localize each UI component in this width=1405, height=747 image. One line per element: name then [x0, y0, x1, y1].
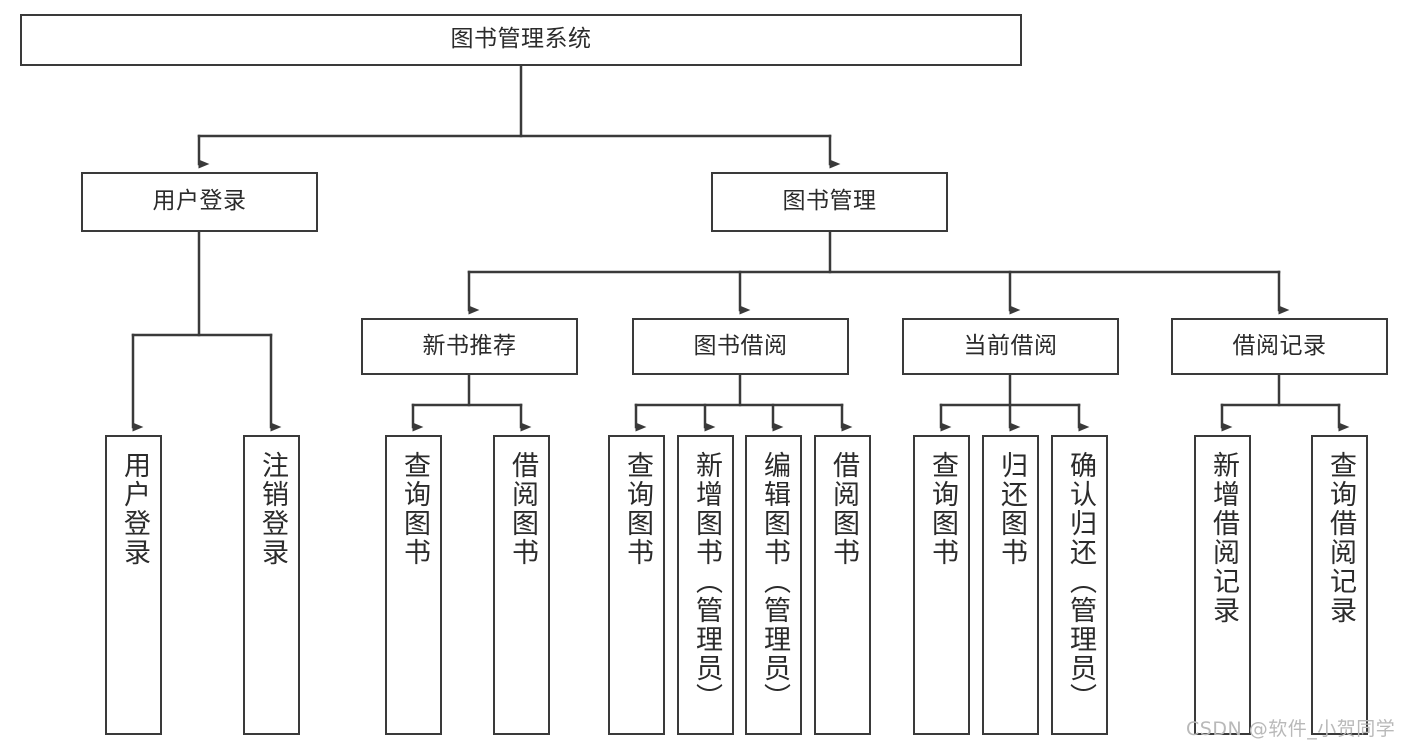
node-label: 编辑图书（管理员） [758, 451, 790, 712]
leaf-node-borrow-books-new[interactable]: 借阅图书 [493, 435, 550, 735]
node-label: 归还图书 [995, 451, 1027, 567]
node-label: 查询图书 [621, 451, 653, 567]
node-label: 用户登录 [152, 188, 247, 215]
node-root-library-management-system[interactable]: 图书管理系统 [20, 14, 1022, 66]
node-book-management[interactable]: 图书管理 [711, 172, 948, 232]
leaf-node-confirm-return-admin[interactable]: 确认归还（管理员） [1051, 435, 1108, 735]
node-user-login[interactable]: 用户登录 [81, 172, 318, 232]
node-book-borrowing[interactable]: 图书借阅 [632, 318, 849, 375]
leaf-node-user-login[interactable]: 用户登录 [105, 435, 162, 735]
leaf-node-add-borrowing-record[interactable]: 新增借阅记录 [1194, 435, 1251, 735]
node-label: 借阅记录 [1232, 332, 1327, 359]
node-label: 确认归还（管理员） [1064, 451, 1096, 712]
node-label: 借阅图书 [506, 451, 538, 567]
leaf-node-add-book-admin[interactable]: 新增图书（管理员） [677, 435, 734, 735]
node-new-book-recommendation[interactable]: 新书推荐 [361, 318, 578, 375]
node-label: 图书借阅 [693, 332, 788, 359]
node-label: 图书管理系统 [450, 26, 592, 53]
node-label: 新书推荐 [422, 332, 517, 359]
node-label: 借阅图书 [827, 451, 859, 567]
node-label: 当前借阅 [963, 332, 1058, 359]
leaf-node-query-books-current[interactable]: 查询图书 [913, 435, 970, 735]
node-current-borrowing[interactable]: 当前借阅 [902, 318, 1119, 375]
leaf-node-return-books[interactable]: 归还图书 [982, 435, 1039, 735]
leaf-node-edit-book-admin[interactable]: 编辑图书（管理员） [745, 435, 802, 735]
node-label: 查询借阅记录 [1324, 451, 1356, 625]
node-label: 用户登录 [118, 451, 150, 567]
node-label: 新增图书（管理员） [690, 451, 722, 712]
node-label: 查询图书 [398, 451, 430, 567]
watermark: CSDN @软件_小贺同学 [1186, 718, 1396, 740]
node-label: 注销登录 [256, 451, 288, 567]
node-label: 新增借阅记录 [1207, 451, 1239, 625]
node-borrowing-records[interactable]: 借阅记录 [1171, 318, 1388, 375]
node-label: 图书管理 [782, 188, 877, 215]
leaf-node-borrow-books[interactable]: 借阅图书 [814, 435, 871, 735]
leaf-node-query-books-new[interactable]: 查询图书 [385, 435, 442, 735]
node-label: 查询图书 [926, 451, 958, 567]
leaf-node-logout[interactable]: 注销登录 [243, 435, 300, 735]
leaf-node-query-books-borrow[interactable]: 查询图书 [608, 435, 665, 735]
leaf-node-query-borrowing-record[interactable]: 查询借阅记录 [1311, 435, 1368, 735]
